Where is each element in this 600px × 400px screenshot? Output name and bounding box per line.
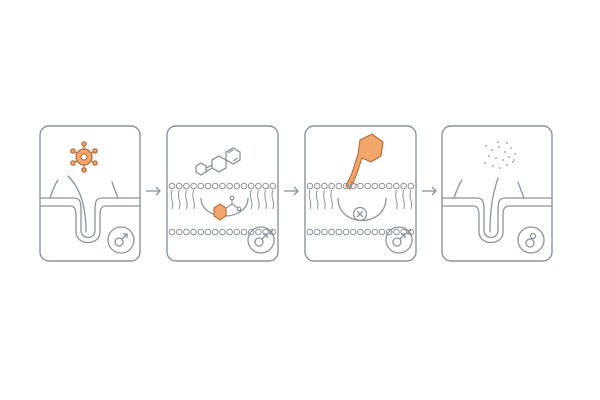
arrow-right-icon: [422, 186, 437, 196]
hair-follicle-icon: [441, 177, 553, 244]
blocked-receptor-icon: [337, 197, 387, 222]
molecule-icon: [195, 147, 241, 176]
panel-4-frame: [441, 125, 553, 262]
hair-follicle-icon: [39, 175, 141, 244]
female-symbol-icon: [517, 226, 545, 254]
hormone-molecule-icon: [213, 195, 242, 221]
cell-membrane-beads-3: [306, 182, 415, 236]
key-icon: [345, 133, 384, 190]
panel-2: [166, 125, 279, 262]
panel-4: [441, 125, 553, 262]
cell-membrane-beads-2: [168, 182, 277, 236]
germ-cell-icon: [70, 141, 98, 173]
panel-3-frame: [304, 125, 417, 262]
male-symbol-icon: [107, 226, 135, 254]
panel-2-frame: [166, 125, 279, 262]
arrow-right-icon: [284, 186, 299, 196]
panel-1: [39, 125, 141, 262]
panel-3: [304, 125, 417, 262]
panel-1-frame: [39, 125, 141, 262]
arrow-right-icon: [146, 186, 161, 196]
particles-icon: [484, 141, 516, 169]
